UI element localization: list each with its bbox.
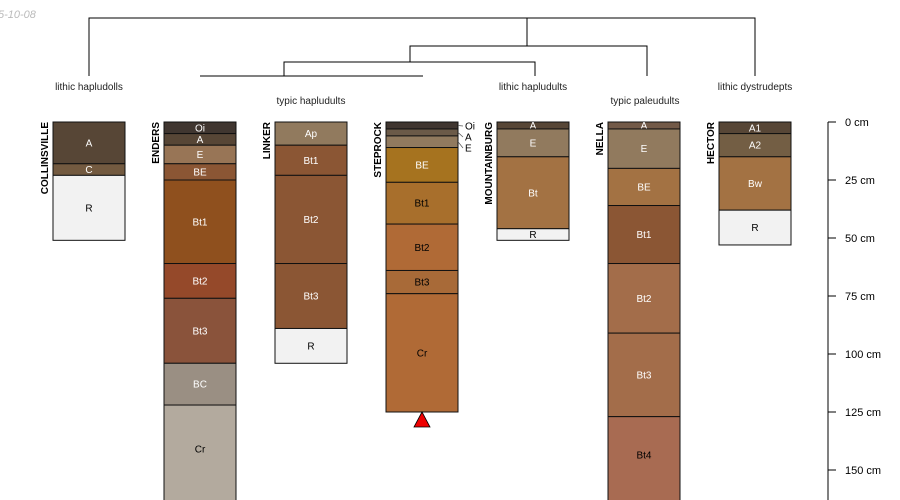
horizon — [496, 156, 570, 230]
horizon-label: A — [465, 133, 472, 144]
horizon-label: Bt1 — [414, 199, 429, 210]
horizon-label: E — [197, 150, 204, 161]
horizon — [385, 181, 459, 225]
horizon-label: A — [641, 121, 648, 132]
profile-name: ENDERS — [151, 122, 162, 164]
horizon-label: A — [197, 135, 204, 146]
horizon-label: Bt2 — [636, 294, 651, 305]
horizon-label: Bt3 — [192, 326, 207, 337]
date-label: 5-10-08 — [0, 9, 37, 21]
horizon-label: R — [529, 230, 536, 241]
horizon-label: Cr — [417, 348, 428, 359]
horizon — [496, 128, 570, 158]
horizon — [385, 223, 459, 271]
horizon — [274, 263, 348, 329]
profile-name: STEPROCK — [373, 121, 384, 177]
horizon-label: R — [307, 341, 314, 352]
horizon-label: R — [85, 203, 92, 214]
taxon-label: lithic hapludults — [499, 82, 567, 93]
profile-name: COLLINSVILLE — [40, 122, 51, 195]
axis-tick-label: 100 cm — [845, 349, 881, 361]
horizon — [274, 327, 348, 364]
horizon-label: A — [86, 138, 93, 149]
dendrogram-branch — [409, 45, 648, 76]
axis-tick-label: 25 cm — [845, 175, 875, 187]
horizon-label: A — [530, 121, 537, 132]
taxon-label: typic paleudults — [611, 96, 680, 107]
horizon — [496, 228, 570, 241]
taxon-label: lithic hapludolls — [55, 82, 123, 93]
horizon-label: A1 — [749, 123, 762, 134]
horizon-label: Ap — [305, 129, 318, 140]
horizon — [274, 174, 348, 265]
horizon-label: Bw — [748, 179, 763, 190]
horizon-label: Bt1 — [192, 217, 207, 228]
horizon-label: Bt4 — [636, 450, 651, 461]
horizon — [385, 147, 459, 183]
horizon-label: Bt — [528, 188, 538, 199]
bottom-marker-icon — [413, 411, 431, 428]
horizon-label: Bt1 — [636, 230, 651, 241]
horizon-label: E — [465, 144, 472, 155]
horizon-label: R — [751, 223, 758, 234]
profile-name: NELLA — [595, 122, 606, 155]
profile-name: LINKER — [262, 121, 273, 159]
axis-tick-label: 125 cm — [845, 407, 881, 419]
horizon-leader-line — [457, 141, 464, 149]
horizon — [385, 135, 459, 149]
horizon — [607, 416, 681, 500]
dendrogram-branch — [283, 61, 536, 76]
horizon-label: Oi — [465, 122, 475, 133]
horizon — [607, 167, 681, 207]
horizon-label: Bt3 — [636, 370, 651, 381]
horizon — [163, 404, 237, 500]
horizon — [163, 297, 237, 364]
horizon-label: Bt2 — [303, 215, 318, 226]
horizon-leader-line — [457, 132, 464, 138]
axis-tick-label: 0 cm — [845, 117, 869, 129]
profile-name: HECTOR — [706, 121, 717, 164]
axis-tick-label: 150 cm — [845, 465, 881, 477]
horizon — [52, 121, 126, 165]
depth-axis: 0 cm 25 cm 50 cm 75 cm 100 cm 125 cm 150 cm — [827, 117, 881, 500]
taxon-label: lithic dystrudepts — [718, 82, 792, 93]
horizon-label: Bt2 — [414, 243, 429, 254]
dendrogram-root-branch — [88, 17, 756, 76]
horizon-label: Bt3 — [303, 292, 318, 303]
profile-mountainburg: AE BtR MOUNTAINBURG — [484, 121, 570, 241]
horizon — [274, 144, 348, 176]
horizon-leader-line — [457, 125, 464, 127]
horizon-label: A2 — [749, 141, 762, 152]
dendrogram — [88, 17, 756, 77]
profile-collinsville: A C R COLLINSVILLE — [40, 121, 126, 241]
horizon-label: BE — [193, 167, 207, 178]
horizon-label: BE — [637, 182, 651, 193]
profile-name: MOUNTAINBURG — [484, 122, 495, 205]
taxon-label: typic hapludults — [277, 96, 346, 107]
horizon-label: Bt2 — [192, 276, 207, 287]
horizon-label: C — [85, 165, 92, 176]
horizon — [163, 179, 237, 265]
horizon-label: Oi — [195, 123, 205, 134]
horizon — [385, 128, 459, 137]
horizon-label: Bt1 — [303, 156, 318, 167]
horizon-label: E — [530, 138, 537, 149]
horizon-label: Bt3 — [414, 278, 429, 289]
horizon — [385, 121, 459, 130]
horizon-label: BE — [415, 160, 429, 171]
axis-tick-label: 75 cm — [845, 291, 875, 303]
horizon — [718, 209, 792, 246]
horizon-label: E — [641, 144, 648, 155]
axis-tick-label: 50 cm — [845, 233, 875, 245]
horizon-label: BC — [193, 380, 207, 391]
horizon-label: Cr — [195, 445, 206, 456]
horizon — [52, 174, 126, 241]
